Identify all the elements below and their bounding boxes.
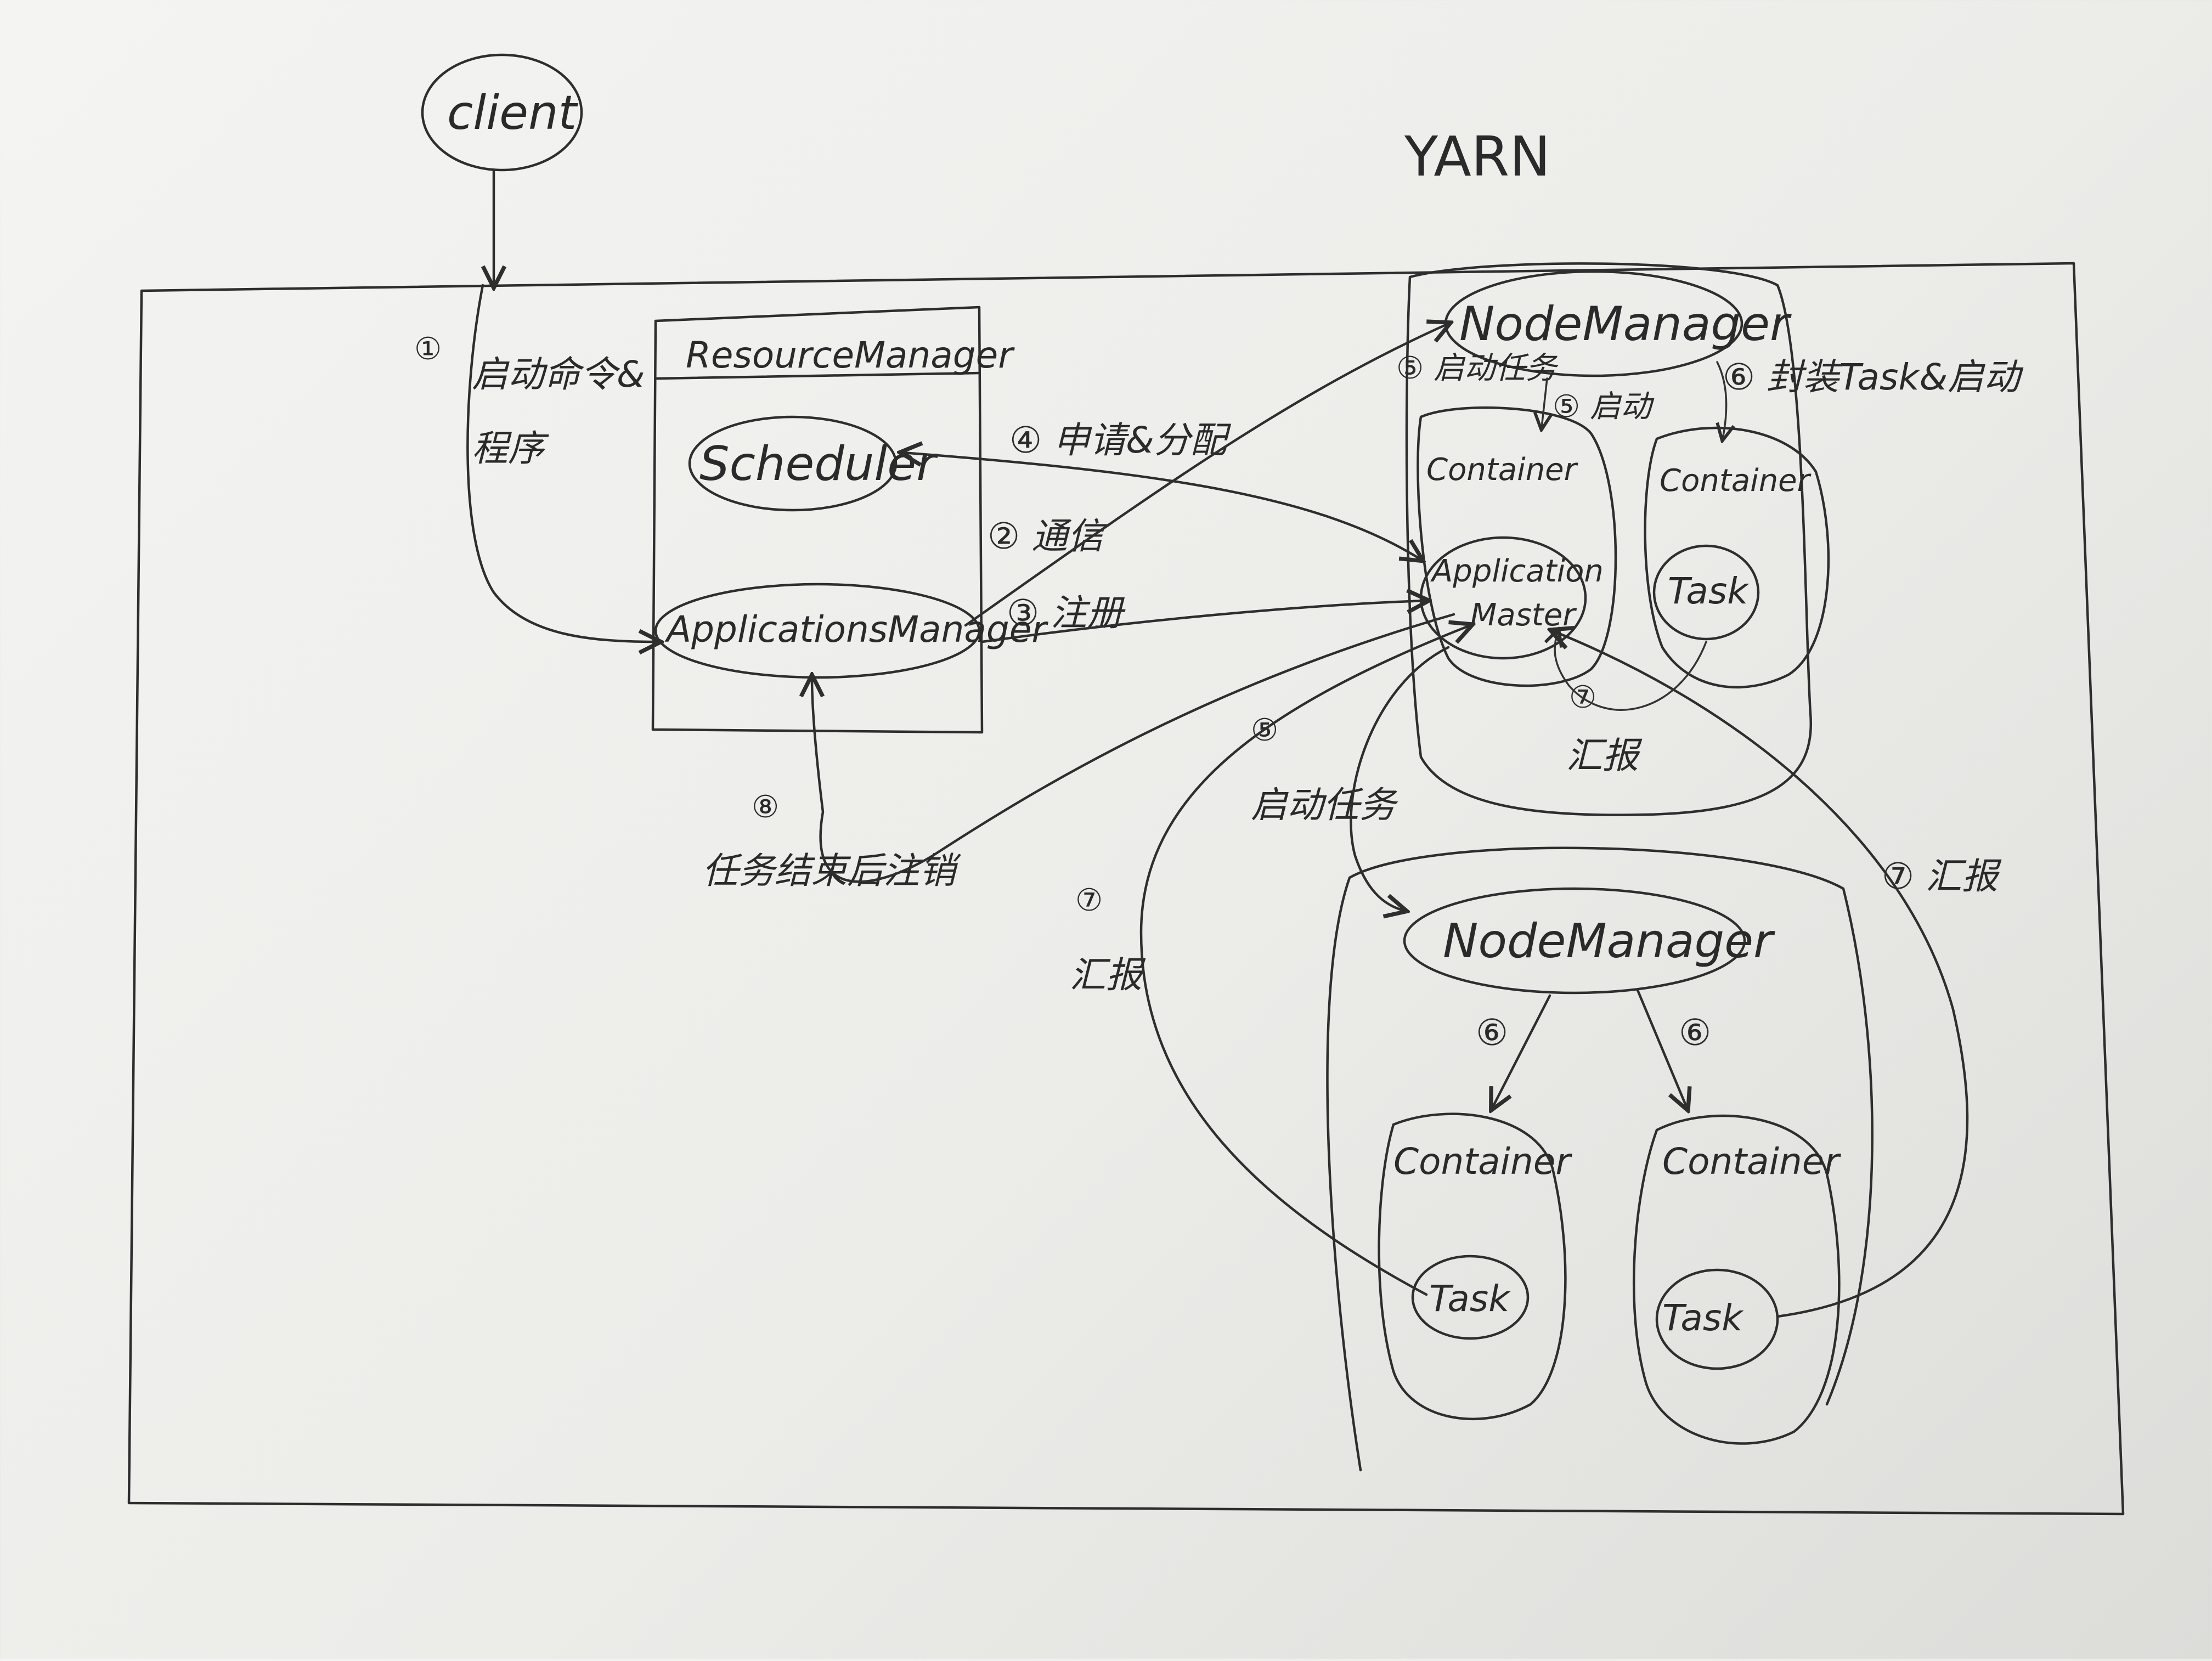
top-node-group (1405, 262, 1813, 816)
application-master-label-line2: Master (1470, 597, 1577, 633)
step8-num: ⑧ (752, 789, 779, 825)
bottom-container-right-label: Container (1662, 1140, 1841, 1183)
diagram-title: YARN (1404, 125, 1550, 189)
step7-c-label: ⑦ 汇报 (1882, 855, 2002, 897)
top-container-task (1644, 426, 1830, 689)
step6-top-label: ⑥ 封装Task&启动 (1723, 356, 2024, 398)
step7-b-arrow (1139, 625, 1470, 1296)
bottom-task-right-label: Task (1662, 1297, 1744, 1339)
step5-mid-label: 启动任务 (1251, 784, 1398, 826)
step7-a-arrow (1555, 631, 1707, 711)
resource-manager-divider (656, 371, 981, 380)
top-task-label: Task (1668, 570, 1750, 612)
step3-label: ③ 注册 (1007, 592, 1126, 634)
resource-manager-box (651, 306, 984, 734)
bottom-node-group (1326, 846, 1874, 1472)
scheduler-label: Scheduler (699, 437, 938, 491)
step7-c-arrow (1553, 631, 1969, 1318)
bottom-task-left-label: Task (1429, 1278, 1511, 1320)
bottom-container-left-label: Container (1393, 1140, 1572, 1183)
bottom-node-manager (1403, 887, 1746, 995)
step4-arrow (902, 453, 1421, 560)
step5-top-start-label: ⑤ 启动 (1553, 389, 1655, 425)
step5-top-start-arrow (1542, 377, 1547, 428)
bottom-node-manager-label: NodeManager (1443, 914, 1775, 969)
step5-top-label: ⑤ 启动任务 (1396, 351, 1559, 386)
client-label: client (447, 86, 578, 140)
step7-a-label: 汇报 (1566, 735, 1643, 777)
application-master-label-line1: Application (1430, 553, 1604, 589)
step6-b-label: ⑥ (1679, 1012, 1711, 1054)
step3-arrow (980, 601, 1426, 643)
step7-b-label: 汇报 (1070, 954, 1146, 996)
step4-label: ④ 申请&分配 (1009, 419, 1232, 461)
step5-mid-arrow (1350, 646, 1450, 911)
top-container-am (1417, 406, 1617, 687)
step6-a-label: ⑥ (1476, 1012, 1508, 1054)
top-container-task-label: Container (1660, 463, 1812, 499)
bottom-task-right (1655, 1268, 1779, 1370)
scheduler-node (688, 415, 898, 512)
step7-b-num: ⑦ (1075, 883, 1103, 918)
step6-b-arrow (1636, 988, 1687, 1108)
step1-label-line2: 程序 (472, 427, 549, 470)
step6-a-arrow (1492, 994, 1551, 1108)
bottom-task-left (1411, 1255, 1530, 1340)
top-task-node (1652, 544, 1760, 641)
bottom-container-left (1378, 1112, 1567, 1421)
step8-arrow (812, 613, 1455, 883)
step1-num: ① (414, 331, 442, 367)
step2-label: ② 通信 (988, 515, 1108, 557)
applications-manager-label: ApplicationsManager (664, 608, 1048, 651)
step1-label-line1: 启动命令& (472, 353, 645, 396)
bottom-container-right (1632, 1114, 1841, 1445)
step1-arrow (466, 284, 658, 642)
resource-manager-title: ResourceManager (686, 334, 1015, 376)
top-node-manager-label: NodeManager (1459, 297, 1792, 352)
top-container-am-label: Container (1426, 452, 1578, 488)
client-node (421, 53, 583, 172)
step2-arrow (964, 324, 1448, 627)
step6-top-arrow (1717, 361, 1726, 439)
